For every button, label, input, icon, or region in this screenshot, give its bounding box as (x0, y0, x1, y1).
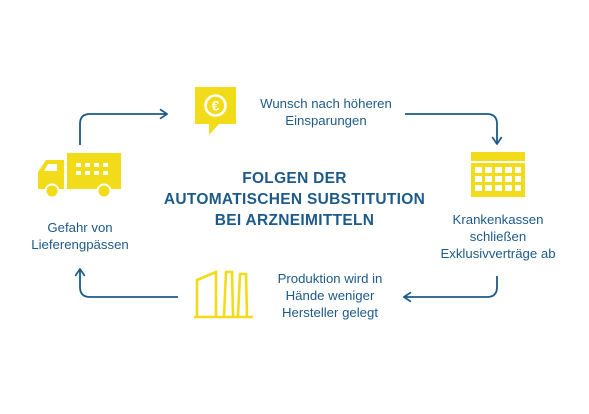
svg-text:€: € (212, 98, 220, 114)
arrow-truck-to-euro (79, 108, 168, 145)
step-label-contracts: Krankenkassen schließen Exklusivverträge… (434, 211, 562, 262)
step-label-savings: Wunsch nach höheren Einsparungen (251, 95, 401, 129)
step-label-shortage: Gefahr von Lieferengpässen (22, 219, 138, 253)
arrow-euro-to-building (405, 113, 503, 145)
arrow-building-to-factory (403, 276, 498, 303)
title-line-3: BEI ARZNEIMITTELN (214, 212, 375, 229)
step-line: Produktion wird in (277, 271, 383, 286)
step-line: Gefahr von (47, 220, 113, 235)
step-line: Hände weniger (285, 288, 375, 303)
building-icon (471, 152, 525, 197)
step-line: schließen (469, 229, 527, 244)
step-line: Wunsch nach höheren (260, 96, 392, 111)
step-label-production: Produktion wird in Hände weniger Herstel… (260, 270, 400, 321)
step-line: Krankenkassen (452, 212, 544, 227)
step-line: Lieferengpässen (31, 237, 129, 252)
truck-icon (38, 153, 121, 199)
title-line-2: AUTOMATISCHEN SUBSTITUTION (163, 191, 426, 208)
arrow-factory-to-truck (74, 268, 178, 298)
title-line-1: FOLGEN DER (242, 170, 347, 187)
step-line: Exklusivverträge ab (440, 246, 556, 261)
factory-icon (194, 270, 253, 319)
step-line: Hersteller gelegt (281, 305, 379, 320)
diagram-title: FOLGEN DER AUTOMATISCHEN SUBSTITUTION BE… (0, 168, 589, 231)
euro-speech-bubble-icon: € (195, 87, 236, 135)
step-line: Einsparungen (285, 113, 367, 128)
